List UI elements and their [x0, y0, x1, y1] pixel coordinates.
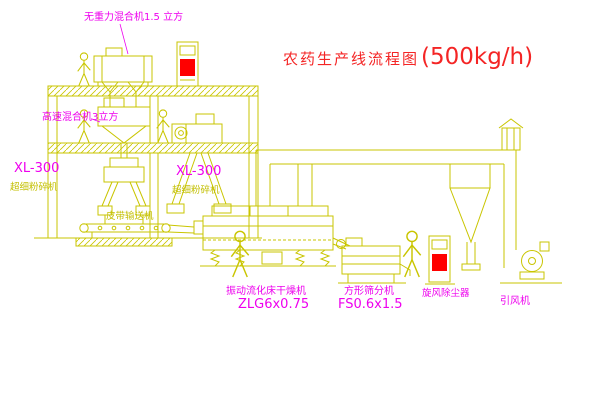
exhaust-duct-drawing	[255, 149, 516, 206]
fan-wheel	[521, 250, 543, 272]
belt-conveyor-drawing	[79, 223, 195, 238]
control-cabinet-right	[425, 235, 455, 285]
label-fan: 引风机	[500, 296, 530, 307]
mill-right-drawing	[166, 113, 232, 214]
label-belt-conveyor: 皮带输送机	[106, 211, 154, 222]
fluid-bed-dryer-drawing	[193, 205, 351, 267]
stack-fan-drawing	[498, 118, 562, 284]
diagram-title-text: 农药生产线流程图	[283, 50, 420, 68]
person-figure	[156, 109, 170, 144]
sieve-drawing	[338, 237, 411, 284]
label-sieve-name: 方形筛分机	[344, 286, 394, 297]
diagram-title-capacity: (500kg/h)	[421, 44, 534, 70]
building-structure	[34, 85, 262, 247]
label-dryer-model: ZLG6x0.75	[238, 297, 310, 312]
label-high-speed-mixer: 高速混合机3立方	[42, 112, 119, 123]
control-cabinet-top	[176, 41, 199, 87]
person-figure	[77, 52, 91, 87]
red-indicator	[180, 59, 195, 76]
leader-lines	[91, 23, 129, 123]
label-mill-left-name: 超细粉碎机	[10, 182, 58, 193]
label-dryer-name: 振动流化床干燥机	[226, 286, 306, 297]
mill-left-drawing	[97, 157, 151, 224]
label-sieve-model: FS0.6x1.5	[338, 297, 403, 312]
person-figure	[402, 230, 422, 278]
label-mill-right-model: XL-300	[176, 164, 222, 179]
high-speed-mixer-drawing	[97, 97, 151, 158]
label-cyclone: 旋风除尘器	[422, 288, 470, 299]
label-mill-right-name: 超细粉碎机	[172, 185, 220, 196]
label-mill-left-model: XL-300	[14, 161, 60, 176]
gravity-mixer-drawing	[93, 47, 153, 107]
diagram-title: 农药生产线流程图 (500kg/h)	[283, 44, 533, 70]
red-indicator	[432, 254, 447, 271]
cyclone-drawing	[449, 163, 491, 271]
label-gravity-mixer: 无重力混合机1.5 立方	[84, 12, 184, 23]
